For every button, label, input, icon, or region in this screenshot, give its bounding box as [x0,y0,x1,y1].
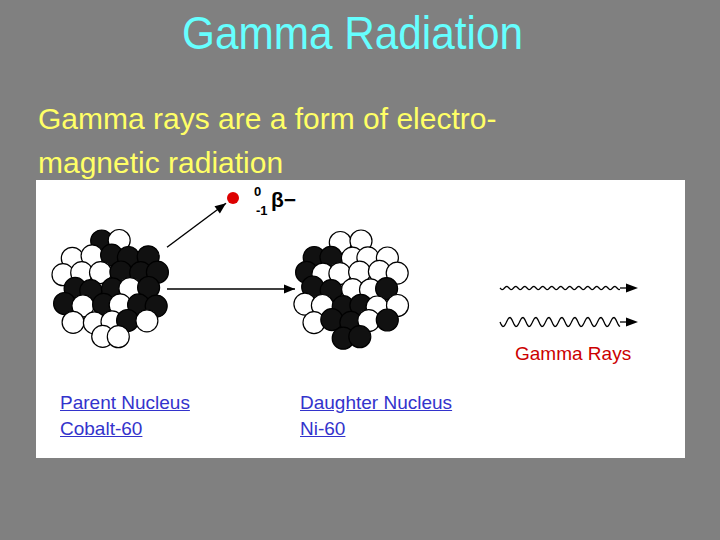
proton-circle [62,311,84,333]
nucleus-label: Daughter Nucleus [300,392,452,414]
beta-dot [226,191,240,205]
nucleus-cluster [295,220,407,358]
gamma-wave [500,286,620,289]
arrow-line [167,203,226,247]
subtitle-text: Gamma rays are a form of electro- magnet… [38,97,598,184]
beta-dot-circle [227,192,239,204]
daughter-nucleus: Daughter NucleusNi-60 [295,220,407,358]
parent-nucleus: Parent NucleusCobalt-60 [55,220,167,358]
nucleus-cluster [55,220,167,358]
proton-circle [136,310,158,332]
neutron-circle [349,326,371,348]
proton-circle [107,326,129,348]
arrow-head [215,203,227,213]
gamma-wave-head [626,318,638,327]
gamma-wave-head [626,284,638,293]
beta-symbol-text: β− [271,188,296,212]
arrow-head [284,285,295,294]
nucleus-label: Cobalt-60 [60,418,142,440]
gamma-wave [500,318,620,327]
gamma-rays-label: Gamma Rays [515,343,631,365]
nucleus-label: Ni-60 [300,418,345,440]
neutron-circle [376,309,398,331]
arrow-line [167,288,295,289]
slide-title: Gamma Radiation [28,8,677,59]
beta-particle: 0-1β− [226,191,240,205]
nucleus-label: Parent Nucleus [60,392,190,414]
beta-symbol-text: 0 [254,184,261,199]
beta-symbol-text: -1 [256,203,268,218]
